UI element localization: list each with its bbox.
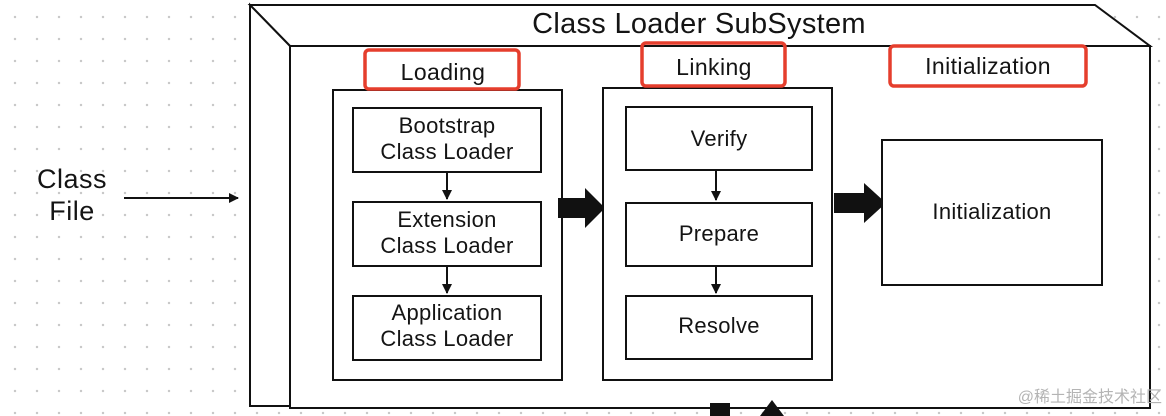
loading-heading: Loading <box>400 59 486 85</box>
prepare-box <box>625 202 813 267</box>
subsystem-box-left-face <box>249 2 291 407</box>
extension-class-loader-label: Extension Class Loader <box>380 207 514 258</box>
class-file-text: Class File <box>36 164 107 226</box>
bootstrap-class-loader-box <box>352 107 542 173</box>
watermark: @稀土掘金技术社区 <box>1017 389 1162 406</box>
initialization-box <box>881 139 1103 286</box>
application-class-loader-box <box>352 295 542 361</box>
resolve-label: Resolve <box>678 313 760 338</box>
subsystem-title: Class Loader SubSystem <box>532 8 866 40</box>
verify-label: Verify <box>690 126 748 151</box>
prepare-label: Prepare <box>678 221 760 246</box>
linking-heading: Linking <box>676 54 752 80</box>
loading-heading-highlight <box>363 48 521 91</box>
initialization-heading: Initialization <box>925 53 1051 79</box>
initialization-label: Initialization <box>932 199 1052 224</box>
loading-to-linking-arrow <box>558 188 605 228</box>
bootstrap-class-loader-label: Bootstrap Class Loader <box>380 113 514 164</box>
extension-class-loader-box <box>352 201 542 267</box>
initialization-heading-highlight <box>888 44 1088 88</box>
bottom-up-arrow-stub <box>760 400 784 416</box>
class-file-label: Class File <box>22 164 122 228</box>
bottom-thick-arrow-stub <box>710 403 730 416</box>
linking-to-initialization-arrow <box>834 183 886 223</box>
verify-box <box>625 106 813 171</box>
linking-heading-highlight <box>640 41 787 88</box>
application-class-loader-label: Application Class Loader <box>380 300 514 351</box>
resolve-box <box>625 295 813 360</box>
